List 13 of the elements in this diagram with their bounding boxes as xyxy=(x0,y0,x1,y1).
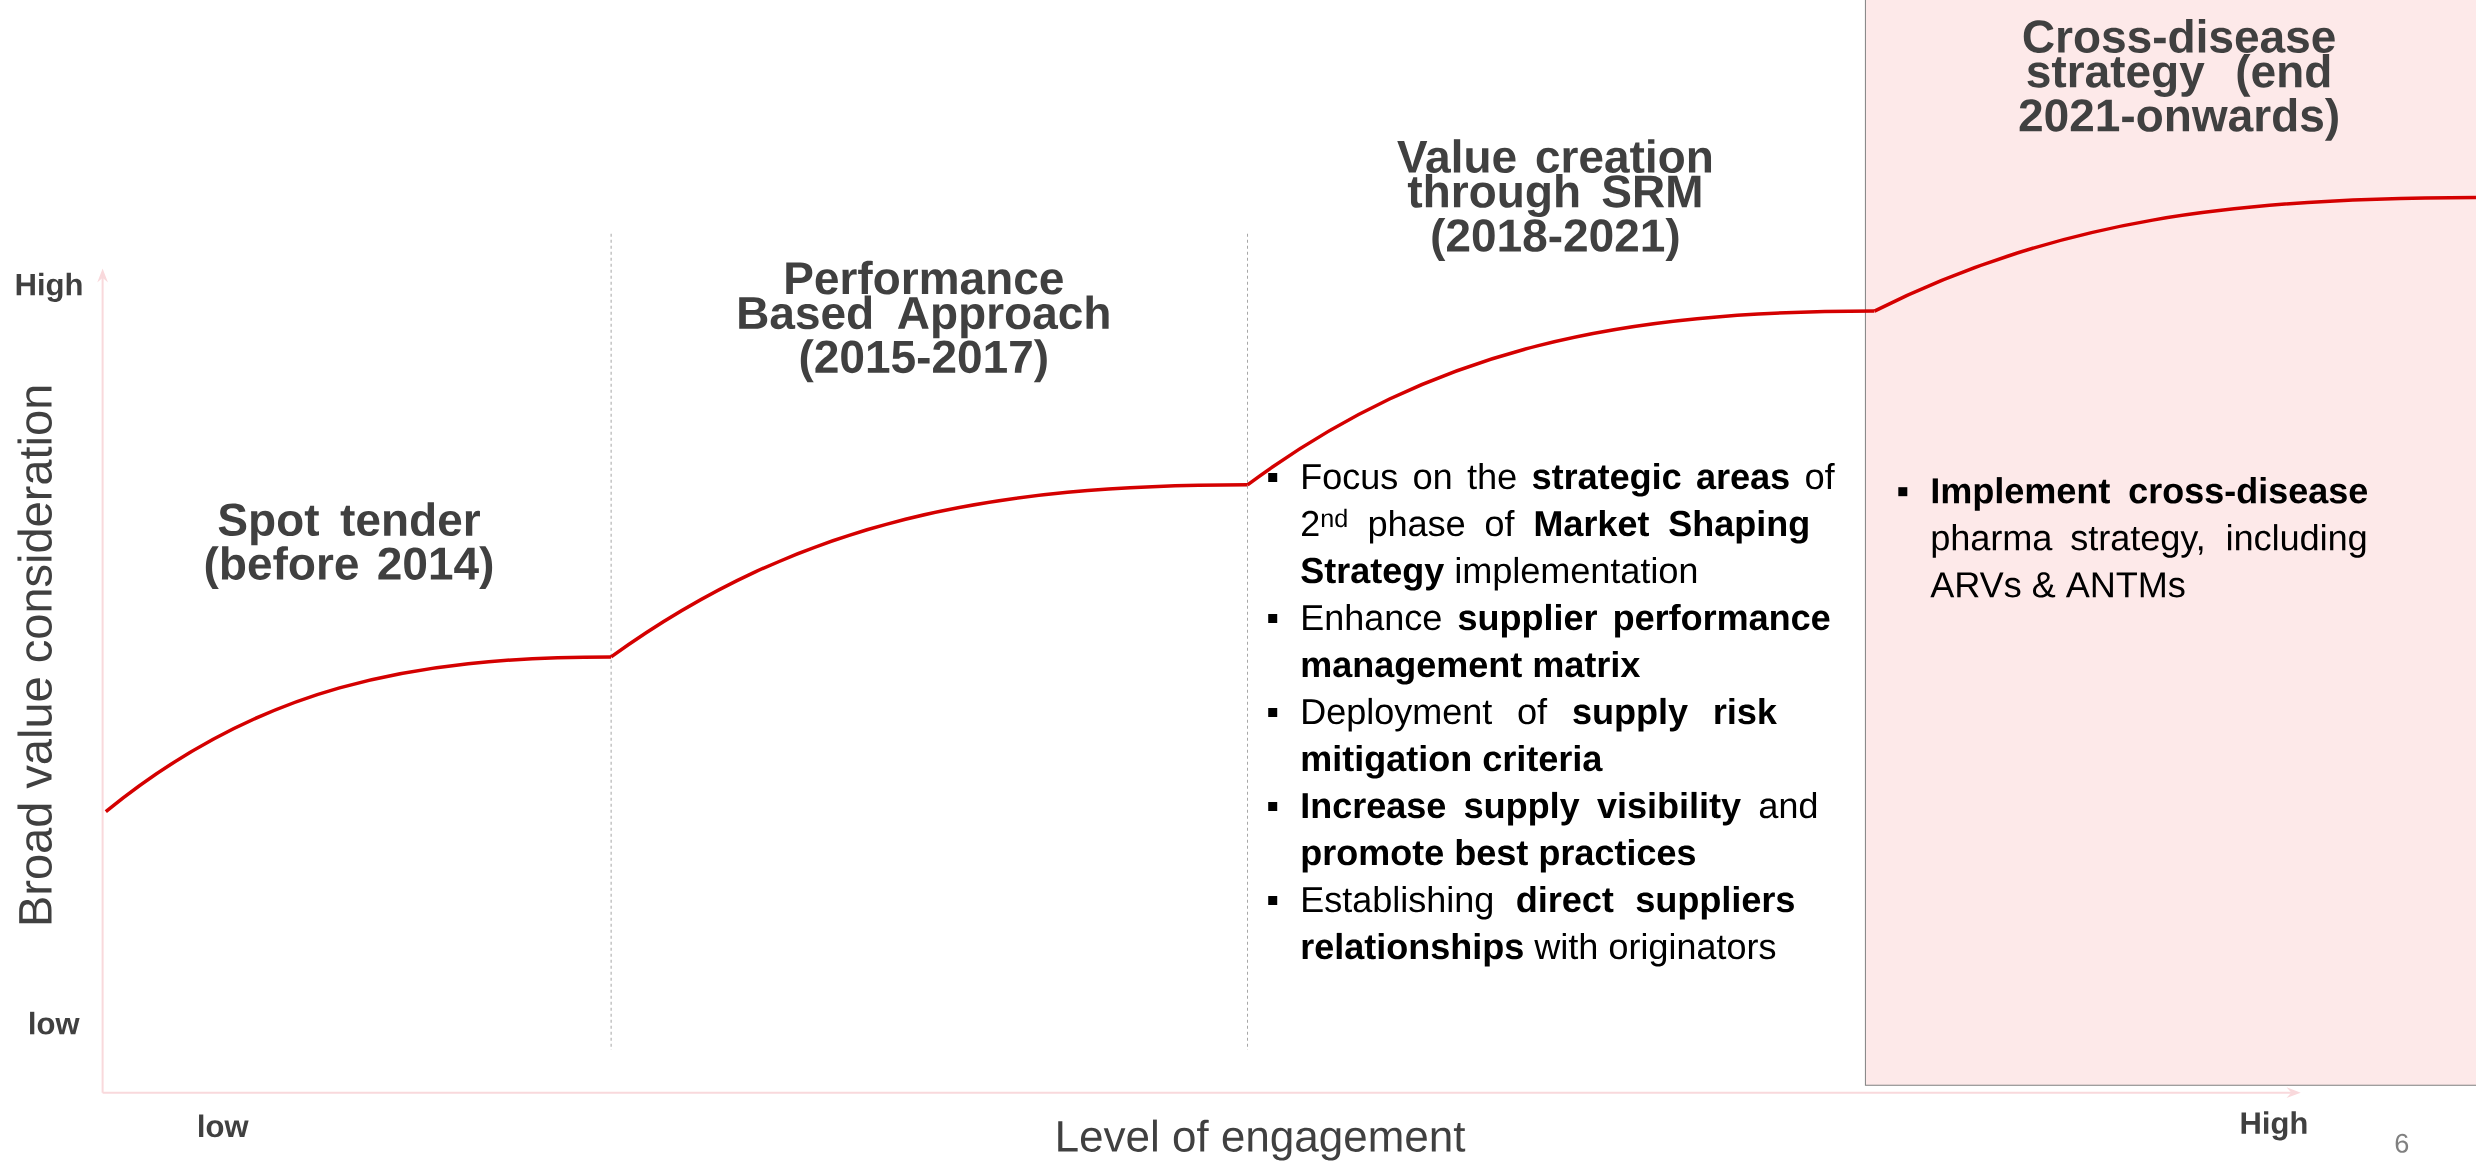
phase-panel xyxy=(1864,0,2476,1086)
bullet-item: Implement cross-disease pharma strategy, including ARVs & ANTMs xyxy=(1898,477,2368,598)
axis-title: Level of engagement xyxy=(1058,1119,1466,1161)
axis-tick-label: low xyxy=(30,1011,80,1035)
axis-tick-label: low xyxy=(199,1114,249,1138)
axis-tick-label: High xyxy=(16,272,82,302)
phase-heading: Spot tender (before 2014) xyxy=(205,502,493,590)
axis-title: Broad value consideration xyxy=(17,386,52,924)
bullet-item: Establishing direct suppliers relationships with originators xyxy=(1268,885,1794,967)
page-number: 6 xyxy=(2395,1133,2409,1153)
phase-heading: Cross-disease strategy (end 2021-onwards) xyxy=(2019,19,2338,141)
phase-heading: Performance Based Approach (2015-2017) xyxy=(739,260,1109,383)
phase-heading: Value creation through SRM (2018-2021) xyxy=(1397,139,1711,261)
